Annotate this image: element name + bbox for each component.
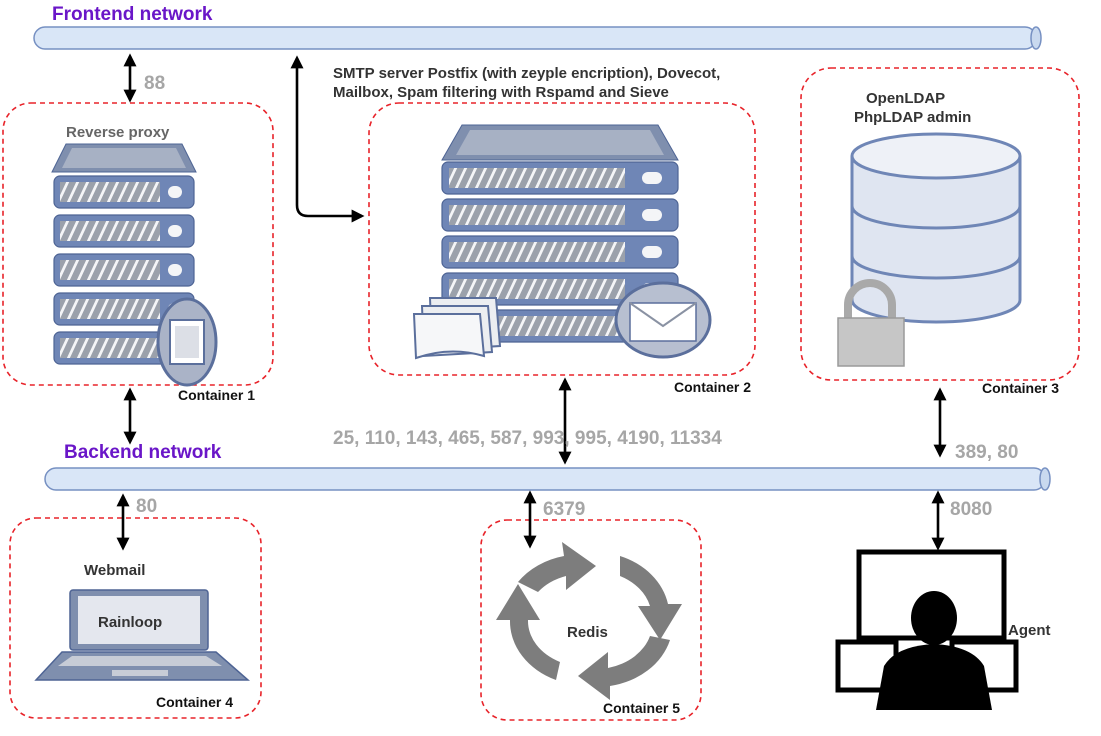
container-2-label: Container 2 — [674, 379, 751, 395]
container-4-box — [9, 517, 262, 719]
container-1-box — [2, 102, 274, 386]
port-agent: 8080 — [950, 499, 992, 520]
container-4-label: Container 4 — [156, 694, 233, 710]
port-redis: 6379 — [543, 499, 585, 520]
ldap-title-line2: PhpLDAP admin — [854, 109, 971, 126]
mail-server-icon — [441, 124, 679, 343]
port-ldap-backend: 389, 80 — [955, 442, 1018, 463]
ldap-title-line1: OpenLDAP — [866, 90, 945, 107]
agent-monitors-icon — [835, 549, 1019, 710]
mail-server-title-line1: SMTP server Postfix (with zeyple encript… — [333, 65, 720, 82]
backend-bus — [44, 467, 1051, 491]
connection-arrows — [116, 53, 947, 551]
shield-icon — [156, 297, 218, 387]
container-3-box — [800, 67, 1080, 381]
mail-server-title-line2: Mailbox, Spam filtering with Rspamd and … — [333, 84, 669, 101]
frontend-network-label: Frontend network — [52, 4, 213, 25]
port-proxy-frontend: 88 — [144, 73, 165, 94]
container-2-box — [368, 102, 756, 376]
rainloop-screen-text: Rainloop — [98, 614, 162, 631]
arrow-mail-frontend — [290, 55, 365, 223]
container-1-label: Container 1 — [178, 387, 255, 403]
container-3-label: Container 3 — [982, 380, 1059, 396]
server-rack-icon — [51, 143, 197, 365]
backend-network-label: Backend network — [64, 442, 222, 463]
port-mail-backend: 25, 110, 143, 465, 587, 993, 995, 4190, … — [333, 428, 722, 449]
container-5-box — [480, 519, 702, 721]
reverse-proxy-title: Reverse proxy — [66, 124, 170, 141]
database-lock-icon — [850, 132, 1022, 324]
container-5-label: Container 5 — [603, 700, 680, 716]
documents-icon — [412, 297, 502, 360]
port-webmail: 80 — [136, 496, 157, 517]
cycle-arrows-icon — [496, 542, 682, 700]
redis-center-text: Redis — [567, 624, 608, 641]
padlock-icon — [837, 279, 905, 367]
webmail-title: Webmail — [84, 562, 145, 579]
laptop-icon — [34, 589, 250, 681]
frontend-bus — [33, 26, 1042, 50]
agent-label: Agent — [1008, 622, 1051, 639]
envelope-icon — [614, 281, 712, 359]
